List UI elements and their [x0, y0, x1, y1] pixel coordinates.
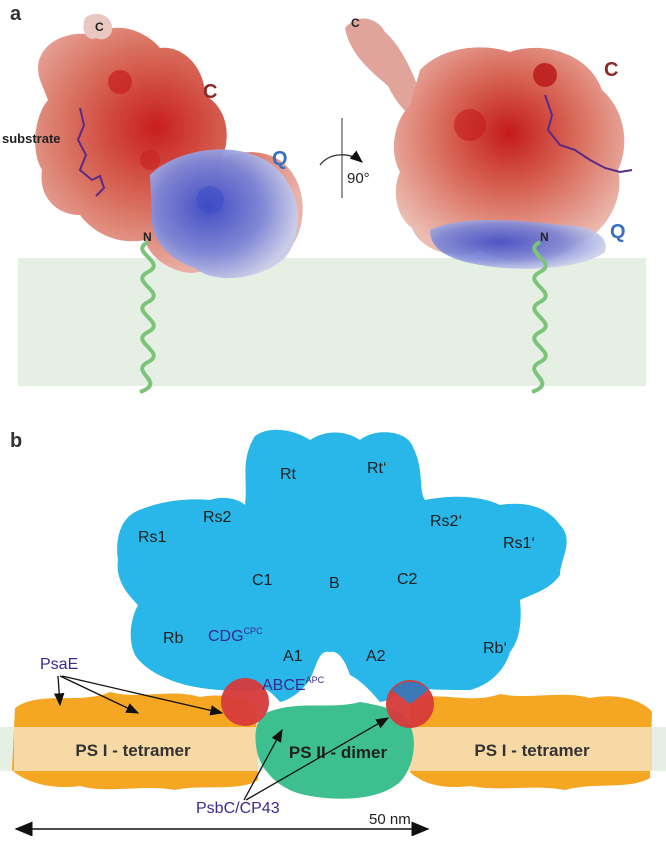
pbs-label-11: A1: [283, 648, 303, 665]
ps2-label: PS II - dimer: [289, 743, 388, 762]
right-c-terminus-label: C: [351, 16, 360, 30]
pbs-label-2: Rs2: [203, 509, 232, 526]
substrate-molecule-right: [544, 94, 633, 174]
psbc-label: PsbC/CP43: [196, 800, 280, 817]
left-c-terminus-label: C: [95, 20, 104, 34]
connector-left: [221, 678, 269, 726]
rotation-indicator: 90°: [319, 118, 370, 198]
left-n-terminus-label: N: [143, 230, 152, 244]
membrane-band-a: [18, 258, 646, 386]
ps1-left: [12, 692, 258, 790]
psae-label: PsaE: [40, 656, 78, 673]
pbs-label-8: C2: [397, 571, 418, 588]
psae-arrows: [54, 675, 224, 716]
left-domain-c-label: C: [203, 81, 217, 103]
psbc-arrows: [243, 717, 390, 801]
scale-label: 50 nm: [369, 811, 411, 828]
right-domain-c-label: C: [604, 59, 618, 81]
pbs-label-6: C1: [252, 572, 273, 589]
ps1-left-label: PS I - tetramer: [75, 741, 191, 760]
protein-left: [35, 13, 303, 279]
pbs-label-4: Rs1: [138, 529, 167, 546]
ps1-right-label: PS I - tetramer: [474, 741, 590, 760]
rotation-label: 90°: [347, 170, 370, 187]
panel-a-label: a: [10, 3, 22, 25]
scale-bar: 50 nm: [14, 811, 430, 837]
right-domain-q-label: Q: [610, 221, 626, 243]
tm-helix-right: [531, 240, 548, 394]
pbs-label-10: Rb‘: [483, 640, 507, 657]
pbs-label-3: Rs2‘: [430, 513, 462, 530]
left-domain-q-label: Q: [272, 148, 288, 170]
cdg-label: CDGCPC: [208, 626, 263, 645]
pbs-label-1: Rt‘: [367, 460, 387, 477]
pbs-label-5: Rs1‘: [503, 535, 535, 552]
pbs-label-12: A2: [366, 648, 386, 665]
phycobilisome: [117, 429, 567, 702]
ps1-right: [410, 694, 652, 790]
pbs-label-9: Rb: [163, 630, 184, 647]
substrate-molecule: [76, 107, 106, 197]
panel-b-label: b: [10, 430, 22, 452]
tm-helix-left: [139, 240, 156, 394]
abce-label: ABCEAPC: [262, 675, 325, 694]
pbs-label-0: Rt: [280, 466, 297, 483]
substrate-label: substrate: [2, 131, 61, 146]
protein-right: [345, 18, 633, 269]
pbs-label-7: B: [329, 575, 340, 592]
right-n-terminus-label: N: [540, 230, 549, 244]
